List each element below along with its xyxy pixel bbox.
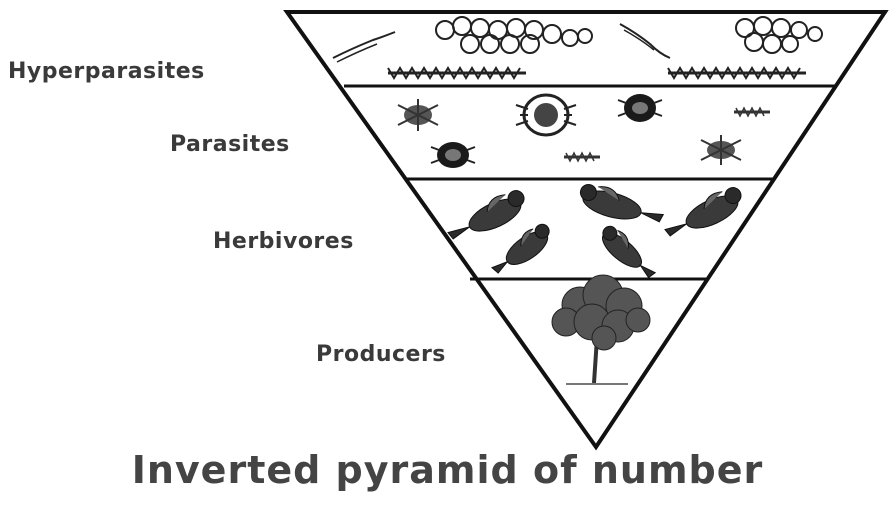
cell-cluster-right: [736, 17, 822, 53]
hyperparasite-organisms: [333, 17, 822, 78]
tick-3: [431, 142, 475, 168]
louse-1: [398, 99, 438, 131]
bird-2: [576, 181, 666, 230]
bird-4: [487, 220, 558, 280]
level-label-hyperparasites: Hyperparasites: [8, 59, 205, 84]
level-label-producers: Producers: [316, 342, 446, 367]
mite-1: [734, 108, 770, 116]
level-label-parasites: Parasites: [170, 132, 290, 157]
louse-2: [701, 135, 741, 165]
tick-2: [618, 94, 662, 122]
bird-5: [595, 222, 661, 283]
parasite-organisms: [398, 94, 770, 168]
diagram-caption: Inverted pyramid of number: [0, 448, 895, 492]
bacteria-row-left: [388, 68, 526, 78]
herbivore-birds: [443, 181, 748, 283]
level-label-herbivores: Herbivores: [213, 229, 354, 254]
tick-1: [516, 95, 576, 135]
bacteria-row-right: [668, 68, 806, 78]
producer-tree: [552, 275, 650, 384]
mite-2: [564, 153, 600, 161]
cell-cluster-left: [436, 17, 592, 53]
bird-1: [443, 186, 531, 247]
